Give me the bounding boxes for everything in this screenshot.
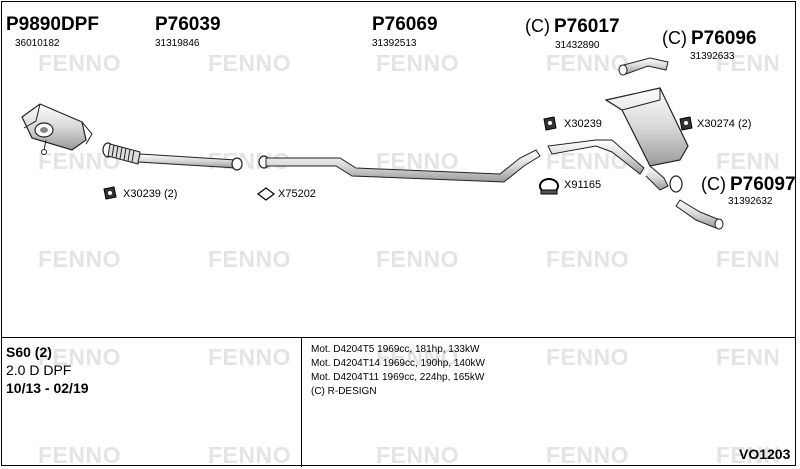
- info-divider: [1, 337, 796, 338]
- part-number-p76069: P76069: [372, 14, 438, 35]
- engine-line: Mot. D4204T11 1969cc, 224hp, 165kW: [311, 372, 485, 383]
- engine-list: Mot. D4204T5 1969cc, 181hp, 133kW Mot. D…: [311, 343, 485, 399]
- engine-line: Mot. D4204T14 1969cc, 190hp, 140kW: [311, 358, 485, 369]
- oem-code-p76039: 31319846: [155, 38, 200, 49]
- accessory-x30274-2: X30274 (2): [697, 118, 752, 130]
- oem-code-p9890dpf: 36010182: [15, 38, 60, 49]
- rear-silencer-drawing: [547, 87, 689, 193]
- watermark-logo: FENNO: [546, 50, 629, 76]
- oem-code-p76017: 31432890: [555, 40, 600, 51]
- gasket-icon: [257, 187, 275, 201]
- diagram-reference: VO1203: [739, 446, 791, 462]
- front-pipe-drawing: [102, 142, 243, 171]
- watermark-logo: FENNO: [38, 246, 121, 272]
- rubber-mount-icon: [679, 116, 693, 131]
- watermark-logo: FENNO: [376, 442, 459, 468]
- part-number-p9890dpf: P9890DPF: [6, 14, 99, 35]
- part-number-p76097: (C)P76097: [701, 174, 796, 195]
- watermark-logo: FENNO: [208, 442, 291, 468]
- clamp-icon: [539, 178, 559, 195]
- middle-pipe-drawing: [258, 149, 541, 183]
- watermark-logo: FENNO: [208, 246, 291, 272]
- watermark-logo: FENNO: [38, 344, 121, 370]
- tailpipe-upper-drawing: [618, 57, 669, 76]
- accessory-x30239: X30239: [564, 118, 602, 130]
- info-column-divider: [301, 337, 302, 467]
- oem-code-p76097: 31392632: [728, 196, 773, 207]
- engine-line: Mot. D4204T5 1969cc, 181hp, 133kW: [311, 344, 480, 355]
- oem-code-p76069: 31392513: [372, 38, 417, 49]
- dpf-unit-drawing: [21, 103, 93, 155]
- watermark-logo: FENNO: [38, 442, 121, 468]
- vehicle-info: S60 (2) 2.0 D DPF 10/13 - 02/19: [6, 343, 89, 397]
- vehicle-engine-type: 2.0 D DPF: [6, 362, 72, 378]
- watermark-logo: FENNO: [38, 50, 121, 76]
- watermark-logo: FENNO: [716, 246, 799, 272]
- rubber-mount-icon: [103, 186, 117, 200]
- part-number-p76039: P76039: [155, 14, 221, 35]
- accessory-x75202: X75202: [278, 188, 316, 200]
- part-number-p76017: (C)P76017: [525, 16, 620, 37]
- vehicle-production-dates: 10/13 - 02/19: [6, 380, 89, 396]
- accessory-x91165: X91165: [564, 179, 602, 191]
- watermark-logo: FENNO: [716, 50, 799, 76]
- accessory-x30239-2: X30239 (2): [123, 188, 178, 200]
- watermark-logo: FENNO: [376, 50, 459, 76]
- watermark-logo: FENNO: [208, 344, 291, 370]
- watermark-logo: FENNO: [716, 148, 799, 174]
- part-number-p76096: (C)P76096: [662, 28, 757, 49]
- oem-code-p76096: 31392633: [690, 51, 735, 62]
- watermark-logo: FENNO: [716, 344, 799, 370]
- vehicle-model: S60 (2): [6, 344, 52, 360]
- watermark-logo: FENNO: [208, 50, 291, 76]
- watermark-logo: FENNO: [716, 442, 799, 468]
- watermark-logo: FENNO: [546, 246, 629, 272]
- rubber-mount-icon: [543, 116, 557, 131]
- tailpipe-lower-drawing: [675, 199, 724, 230]
- watermark-logo: FENNO: [376, 246, 459, 272]
- watermark-logo: FENNO: [376, 344, 459, 370]
- watermark-logo: FENNO: [546, 344, 629, 370]
- engine-line: (C) R-DESIGN: [311, 386, 377, 397]
- watermark-logo: FENNO: [546, 442, 629, 468]
